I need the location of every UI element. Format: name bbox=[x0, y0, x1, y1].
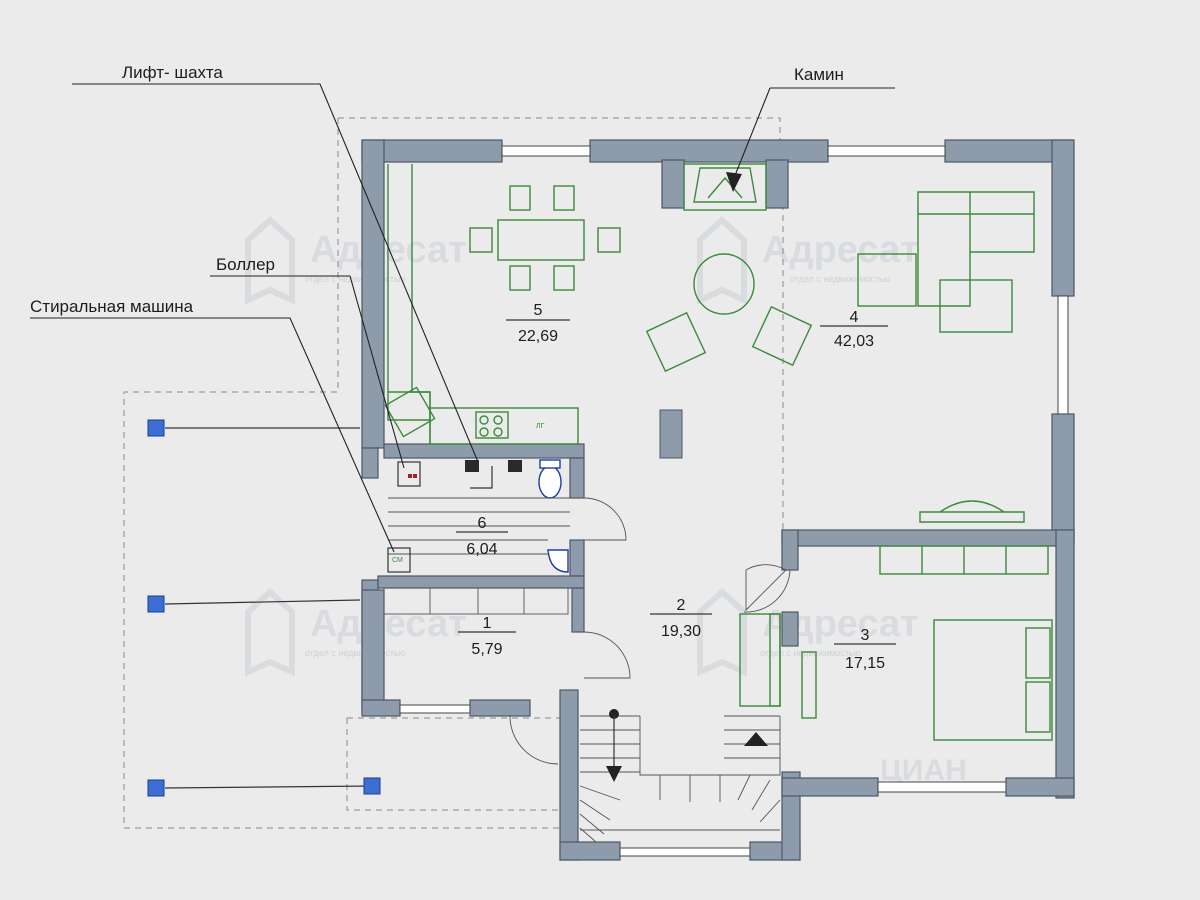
room-number: 1 bbox=[483, 615, 492, 632]
room-area: 19,30 bbox=[661, 623, 701, 640]
washer-mark: СМ bbox=[392, 557, 403, 564]
watermark-tagline: отдел с недвижимостью bbox=[305, 274, 406, 284]
watermark-house-icon bbox=[245, 215, 295, 305]
coffee-table bbox=[693, 253, 755, 315]
watermark-layer: Адресат Адресат Адресат Адресат отдел с … bbox=[245, 215, 967, 787]
tv-stand bbox=[919, 500, 1025, 523]
armchair bbox=[645, 311, 707, 373]
room-area: 42,03 bbox=[834, 333, 874, 350]
column bbox=[659, 409, 683, 459]
toilet-icon bbox=[538, 465, 562, 499]
room-labels: 5 22,69 4 42,03 6 6,04 2 19,30 1 5,79 3 … bbox=[456, 302, 896, 672]
arrow-down-icon bbox=[606, 766, 622, 782]
stove-mark: ЛГ bbox=[536, 423, 545, 430]
room-number: 6 bbox=[478, 515, 487, 532]
washer-icon bbox=[387, 547, 411, 573]
watermark-tagline: отдел с недвижимостью bbox=[305, 648, 406, 658]
room-number: 3 bbox=[861, 627, 870, 644]
wardrobe bbox=[383, 587, 569, 615]
room-number: 2 bbox=[677, 597, 686, 614]
dashed-outline bbox=[123, 117, 784, 829]
room-area: 6,04 bbox=[466, 541, 497, 558]
room-number: 4 bbox=[850, 309, 859, 326]
boiler-icon bbox=[397, 461, 421, 487]
kitchen-counter: ЛГ bbox=[384, 164, 579, 445]
watermark-house-icon bbox=[697, 587, 747, 677]
leaders bbox=[30, 83, 895, 553]
tv-stand bbox=[801, 651, 817, 719]
staircase bbox=[579, 709, 781, 843]
washer-label: Стиральная машина bbox=[30, 297, 194, 316]
dining-set bbox=[469, 185, 621, 291]
post-icon bbox=[147, 419, 165, 437]
watermark-house-icon bbox=[245, 587, 295, 677]
room-area: 17,15 bbox=[845, 655, 885, 672]
window bbox=[1057, 295, 1069, 415]
table bbox=[939, 279, 1013, 333]
fireplace-label: Камин bbox=[794, 65, 844, 84]
bathroom-fixtures: СМ bbox=[387, 459, 570, 573]
lift-shaft-icon bbox=[465, 460, 479, 472]
stove-icon bbox=[475, 411, 509, 439]
boiler-label: Боллер bbox=[216, 255, 275, 274]
armchair bbox=[751, 305, 813, 367]
bedroom-furniture bbox=[801, 545, 1053, 741]
sofa bbox=[917, 191, 1035, 307]
exterior-walls bbox=[361, 139, 1075, 861]
room-area: 22,69 bbox=[518, 328, 558, 345]
fireplace bbox=[683, 163, 767, 211]
watermark-text: Адресат bbox=[310, 603, 467, 645]
doors bbox=[509, 497, 791, 765]
living-room-furniture bbox=[645, 191, 1035, 523]
watermark-house-icon bbox=[697, 215, 747, 305]
watermark-text: Адресат bbox=[762, 229, 919, 271]
corridor-bench bbox=[739, 613, 781, 707]
watermark-tagline: отдел с недвижимостью bbox=[760, 648, 861, 658]
armchair bbox=[857, 253, 917, 307]
terrace-posts bbox=[147, 419, 381, 797]
arrow-up-icon bbox=[744, 732, 768, 746]
sink-icon bbox=[547, 549, 569, 573]
lift-shaft-label: Лифт- шахта bbox=[122, 63, 223, 82]
room-number: 5 bbox=[534, 302, 543, 319]
post-icon bbox=[147, 595, 165, 613]
watermark-tagline: отдел с недвижимостью bbox=[790, 274, 891, 284]
post-icon bbox=[363, 777, 381, 795]
bed bbox=[933, 619, 1053, 741]
post-icon bbox=[147, 779, 165, 797]
callouts: Лифт- шахта Камин Боллер Стиральная маши… bbox=[30, 63, 844, 316]
room-area: 5,79 bbox=[471, 641, 502, 658]
